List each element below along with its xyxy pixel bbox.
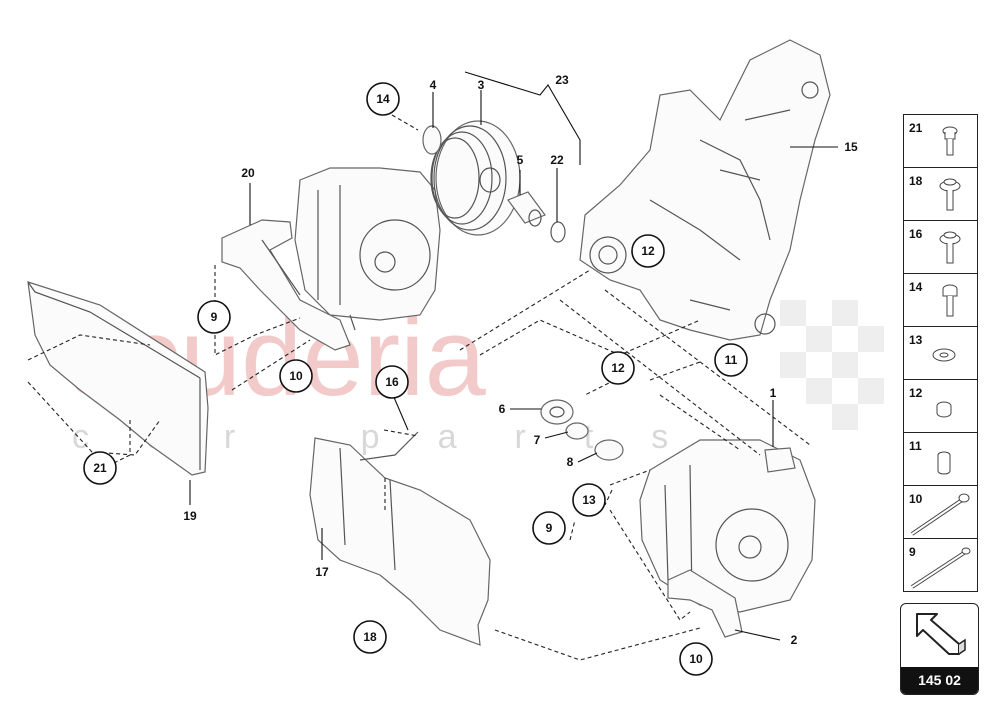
heat-shield-19-part (27, 281, 209, 476)
callout-14[interactable]: 14 (366, 82, 400, 116)
label-2: 2 (791, 633, 798, 647)
svg-text:18: 18 (363, 630, 377, 644)
legend-num: 12 (909, 386, 923, 400)
callout-10-right[interactable]: 10 (679, 642, 713, 676)
svg-text:12: 12 (641, 244, 655, 258)
washer-7-part (565, 422, 589, 440)
svg-text:9: 9 (211, 310, 218, 324)
callout-16[interactable]: 16 (375, 365, 409, 399)
label-7: 7 (534, 433, 541, 447)
bushing-6-part (540, 399, 574, 425)
legend-row-21[interactable]: 21 (904, 115, 977, 168)
washer-4-part (422, 125, 442, 155)
svg-text:13: 13 (582, 493, 596, 507)
legend-row-16[interactable]: 16 (904, 221, 977, 274)
washer-icon (932, 348, 956, 362)
callout-11[interactable]: 11 (714, 343, 748, 377)
nut-8-part (594, 439, 624, 461)
fastener-legend: 21 18 16 14 13 12 (903, 114, 978, 592)
callout-12-upper[interactable]: 12 (631, 234, 665, 268)
pulley-part (430, 120, 521, 236)
navigation-box[interactable]: 145 02 (900, 603, 979, 695)
legend-row-12[interactable]: 12 (904, 380, 977, 433)
legend-num: 21 (909, 121, 923, 135)
label-1: 1 (770, 386, 777, 400)
svg-text:9: 9 (546, 521, 553, 535)
bracket-20-part (221, 219, 356, 351)
legend-num: 16 (909, 227, 923, 241)
long-bolt-icon (910, 547, 971, 589)
sleeve-icon (937, 451, 951, 475)
label-3: 3 (478, 78, 485, 92)
label-6: 6 (499, 402, 506, 416)
part-labels: 4 3 23 5 22 20 15 19 17 1 2 6 7 8 (183, 73, 858, 647)
compressor-upper-part (294, 167, 441, 321)
label-22: 22 (550, 153, 564, 167)
legend-num: 9 (909, 545, 916, 559)
label-8: 8 (567, 455, 574, 469)
assembly-dashed-lines (27, 114, 811, 661)
callout-9-right[interactable]: 9 (532, 511, 566, 545)
long-bolt-icon (910, 493, 970, 536)
svg-text:12: 12 (611, 361, 625, 375)
legend-num: 18 (909, 174, 923, 188)
label-19: 19 (183, 509, 197, 523)
legend-row-13[interactable]: 13 (904, 327, 977, 380)
compressor-1-part (639, 439, 816, 613)
callout-13[interactable]: 13 (572, 483, 606, 517)
flange-bolt-icon (939, 178, 961, 211)
bolt-icon (942, 284, 958, 317)
legend-num: 11 (909, 439, 922, 453)
legend-row-9[interactable]: 9 (904, 539, 977, 591)
flange-bolt-icon (939, 231, 961, 264)
bracket-2-part (667, 569, 743, 638)
ring-22-part (550, 221, 566, 243)
legend-row-18[interactable]: 18 (904, 168, 977, 221)
svg-text:14: 14 (376, 92, 390, 106)
legend-row-10[interactable]: 10 (904, 486, 977, 539)
callout-10-left[interactable]: 10 (279, 359, 313, 393)
svg-text:16: 16 (385, 375, 399, 389)
callout-12-lower[interactable]: 12 (601, 351, 635, 385)
svg-text:21: 21 (93, 461, 107, 475)
leader-lines (189, 71, 838, 641)
legend-num: 14 (909, 280, 923, 294)
label-23: 23 (555, 73, 569, 87)
label-15: 15 (844, 140, 858, 154)
label-4: 4 (430, 78, 437, 92)
callout-21[interactable]: 21 (83, 451, 117, 485)
svg-text:10: 10 (689, 652, 703, 666)
legend-num: 13 (909, 333, 923, 347)
svg-text:11: 11 (725, 353, 738, 367)
label-5: 5 (517, 153, 524, 167)
callout-9-left[interactable]: 9 (197, 300, 231, 334)
page-number: 145 02 (901, 667, 978, 694)
checker-flag-watermark (780, 300, 884, 430)
svg-text:10: 10 (289, 369, 303, 383)
bushing-icon (936, 401, 952, 418)
bolt-short-icon (942, 126, 958, 156)
heat-shield-17-part (309, 431, 491, 646)
shaft-5-part (507, 191, 546, 227)
legend-row-11[interactable]: 11 (904, 433, 977, 486)
legend-row-14[interactable]: 14 (904, 274, 977, 327)
return-arrow-icon (916, 613, 966, 655)
label-20: 20 (241, 166, 255, 180)
callout-18[interactable]: 18 (353, 620, 387, 654)
legend-num: 10 (909, 492, 923, 506)
mounting-bracket-part (579, 39, 831, 341)
label-17: 17 (315, 565, 329, 579)
